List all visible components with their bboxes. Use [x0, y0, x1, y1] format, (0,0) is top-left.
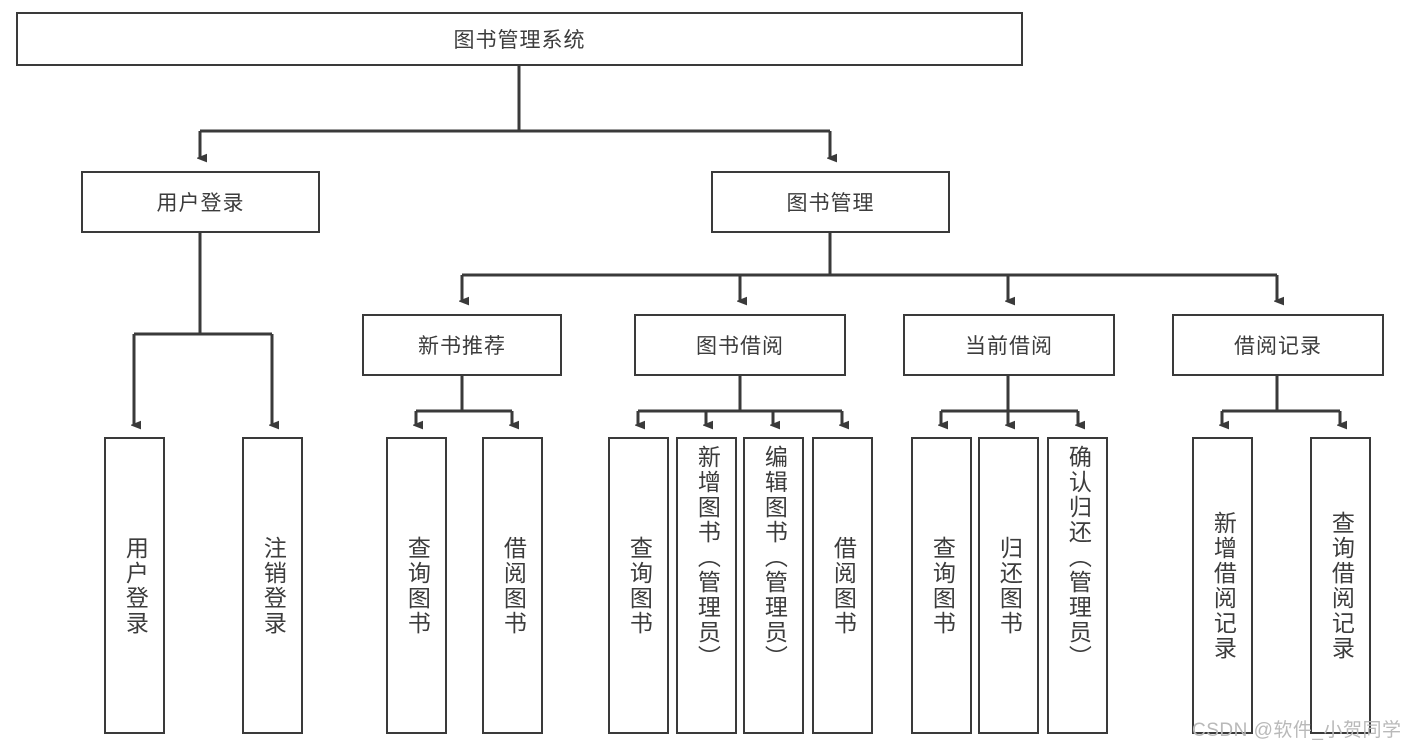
- node-leaf-add-book[interactable]: 新增图书（管理员）: [676, 437, 737, 734]
- node-leaf-query-book-1[interactable]: 查询图书: [386, 437, 447, 734]
- node-leaf-logout-login[interactable]: 注销登录: [242, 437, 303, 734]
- node-label: 图书借阅: [696, 335, 784, 358]
- node-user-login[interactable]: 用户登录: [81, 171, 320, 233]
- node-leaf-query-book-3[interactable]: 查询图书: [911, 437, 972, 734]
- node-book-management[interactable]: 图书管理: [711, 171, 950, 233]
- node-leaf-add-record[interactable]: 新增借阅记录: [1192, 437, 1253, 734]
- node-current-borrow[interactable]: 当前借阅: [903, 314, 1115, 376]
- node-label: 查询图书: [929, 535, 956, 636]
- node-leaf-query-book-2[interactable]: 查询图书: [608, 437, 669, 734]
- node-label: 查询图书: [626, 535, 653, 636]
- node-label: 借阅记录: [1234, 335, 1322, 358]
- node-label: 编辑图书（管理员）: [761, 445, 788, 670]
- node-label: 用户登录: [156, 192, 245, 215]
- node-label: 新增借阅记录: [1210, 510, 1237, 661]
- node-label: 图书管理系统: [453, 29, 586, 52]
- node-book-management-system[interactable]: 图书管理系统: [16, 12, 1023, 66]
- node-label: 新书推荐: [418, 335, 506, 358]
- node-label: 借阅图书: [500, 535, 527, 636]
- node-label: 新增图书（管理员）: [694, 445, 721, 670]
- node-label: 当前借阅: [965, 335, 1053, 358]
- node-leaf-user-login[interactable]: 用户登录: [104, 437, 165, 734]
- node-leaf-return-book[interactable]: 归还图书: [978, 437, 1039, 734]
- node-new-book-recommend[interactable]: 新书推荐: [362, 314, 562, 376]
- node-label: 确认归还（管理员）: [1065, 445, 1092, 670]
- csdn-watermark: CSDN @软件_小贺同学: [1192, 720, 1402, 741]
- node-label: 归还图书: [996, 535, 1023, 636]
- node-label: 查询图书: [404, 535, 431, 636]
- node-book-borrow[interactable]: 图书借阅: [634, 314, 846, 376]
- node-label: 注销登录: [260, 535, 287, 636]
- node-label: 用户登录: [122, 535, 149, 636]
- node-label: 图书管理: [786, 192, 875, 215]
- node-label: 查询借阅记录: [1328, 510, 1355, 661]
- node-leaf-query-record[interactable]: 查询借阅记录: [1310, 437, 1371, 734]
- node-leaf-confirm-return[interactable]: 确认归还（管理员）: [1047, 437, 1108, 734]
- node-leaf-borrow-book-1[interactable]: 借阅图书: [482, 437, 543, 734]
- node-label: 借阅图书: [830, 535, 857, 636]
- node-leaf-borrow-book-2[interactable]: 借阅图书: [812, 437, 873, 734]
- node-borrow-record[interactable]: 借阅记录: [1172, 314, 1384, 376]
- node-leaf-edit-book[interactable]: 编辑图书（管理员）: [743, 437, 804, 734]
